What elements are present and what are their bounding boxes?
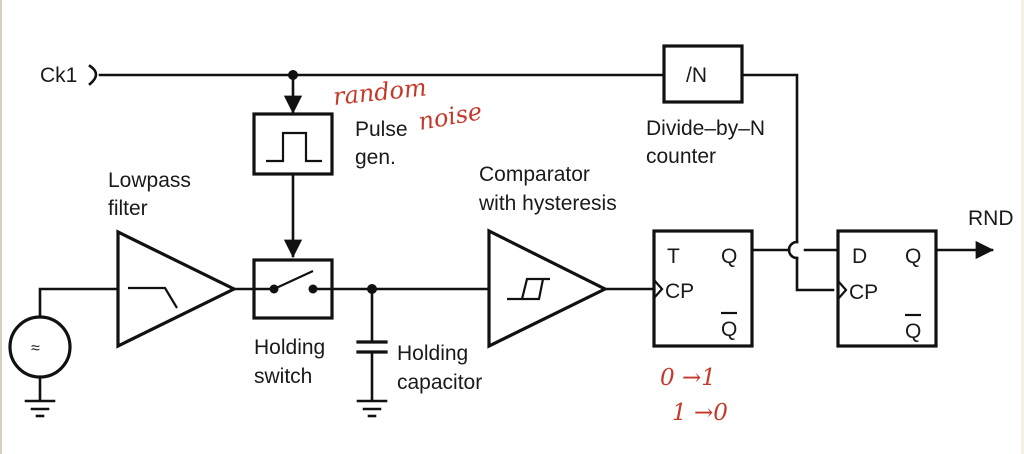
tff-pin-t: T [667,245,680,268]
comparator-label-1: Comparator [479,163,590,186]
annotation-toggle-1-to-0: 1 →0 [672,400,728,426]
annotation-noise: noise [416,97,484,136]
noise-source [8,315,72,379]
divider-label-1: Divide–by–N [646,117,765,140]
dff-pin-q: Q [905,245,921,268]
lowpass-response-icon [128,286,178,309]
pulse-gen-label-2: gen. [355,146,396,169]
tff-pin-cp: CP [665,280,694,303]
annotation-random: random [332,73,428,111]
dff-pin-d: D [852,245,867,268]
ground-icon [356,399,388,418]
divider-label-2: counter [646,145,716,168]
divider-to-dff-clock-wire [795,256,835,292]
annotation-toggle-0-to-1: 0 →1 [660,365,716,391]
holding-switch-label-1: Holding [254,336,325,359]
pulse-generator-block [252,112,334,176]
dff-pin-cp: CP [849,281,878,304]
lowpass-label-1: Lowpass [108,169,191,192]
holding-switch-label-2: switch [254,365,312,388]
dff-pin-qbar: Q [905,320,921,343]
divider-symbol: /N [686,64,707,87]
tff-pin-qbar: Q [721,318,737,341]
lowpass-label-2: filter [108,197,148,220]
clock-edge-icon [837,280,848,300]
noise-symbol: ≈ [31,340,40,357]
comparator-block [487,228,609,349]
ground-icon [24,399,56,418]
capacitor-icon [356,340,388,354]
holding-capacitor-label-1: Holding [397,342,468,365]
comparator-label-2: with hysteresis [478,192,617,215]
clock-connector-icon [88,64,98,86]
tff-pin-q: Q [721,245,737,268]
switch-blade-icon [273,270,314,290]
divider-output-wire [740,73,799,244]
clock-input-label: Ck1 [40,64,77,87]
clock-edge-icon [653,279,664,299]
t-flipflop-block [652,229,754,348]
left-border [0,0,2,454]
hysteresis-icon [507,277,550,301]
pulse-gen-label-1: Pulse [355,118,408,141]
noise-to-filter-wire [38,287,120,319]
right-border [1021,0,1024,454]
holding-capacitor-label-2: capacitor [397,371,482,394]
rnd-output-label: RND [968,207,1014,230]
pulse-waveform-icon [266,131,322,163]
d-flipflop-block [836,229,938,348]
lowpass-filter-block [116,229,238,349]
